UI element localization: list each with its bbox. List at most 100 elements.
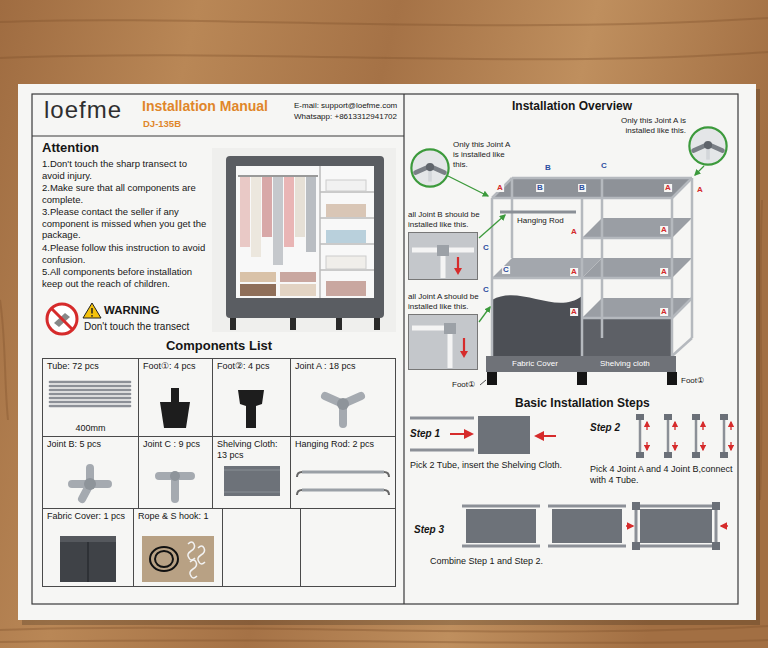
step-illustration xyxy=(478,416,530,454)
wardrobe-frame xyxy=(582,298,692,318)
model-number: DJ-135B xyxy=(143,118,181,129)
wardrobe-frame xyxy=(582,318,672,356)
fabric-cover-picture xyxy=(87,542,89,582)
attention-item: 3.Please contact the seller if any compo… xyxy=(42,206,208,241)
leader-line xyxy=(448,166,704,322)
wardrobe-frame xyxy=(500,211,576,214)
warning-icon xyxy=(83,303,101,318)
manual-title: Installation Manual xyxy=(142,98,268,115)
component-cell: Joint C : 9 pcs xyxy=(138,436,213,509)
warning-icon xyxy=(91,308,93,314)
joint-letter: A xyxy=(664,184,672,192)
hanging-rod-picture xyxy=(302,471,384,474)
product-photo xyxy=(326,180,366,191)
step-illustration xyxy=(450,433,472,435)
attention-item: 4.Please follow this instruction to avoi… xyxy=(42,242,208,265)
joint-letter: A xyxy=(660,226,668,234)
combined-panels xyxy=(462,502,728,550)
product-photo xyxy=(240,284,276,296)
wood-table xyxy=(760,200,762,500)
wood-table xyxy=(0,18,768,643)
component-cell: Joint A : 18 pcs xyxy=(290,358,396,437)
joint-assembly xyxy=(723,420,726,452)
wardrobe-frame xyxy=(492,178,692,356)
wood-table xyxy=(0,640,768,643)
joint-assembly xyxy=(730,442,731,450)
product-photo xyxy=(240,177,250,247)
warning-icon xyxy=(47,304,77,334)
product-photo xyxy=(319,166,321,298)
joint-detail-picture xyxy=(410,148,450,188)
joint-detail-picture xyxy=(409,233,478,280)
foot-picture xyxy=(171,388,179,402)
component-label: Rope & S hook: 1 xyxy=(138,511,218,522)
product-photo xyxy=(238,175,318,177)
fabric-cover-picture xyxy=(60,536,116,582)
attention-item: 5.All components before installation kee… xyxy=(42,266,208,289)
callout-note: Only this Joint A is installed like this… xyxy=(620,116,686,136)
wardrobe-frame xyxy=(480,178,692,385)
step-illustration xyxy=(410,417,474,420)
attention-item: 2.Make sure that all components are comp… xyxy=(42,182,208,205)
callout-note: all Joint B should be installed like thi… xyxy=(408,210,488,230)
joint-assembly xyxy=(720,452,728,458)
paper-sheet xyxy=(18,84,760,625)
wardrobe-frame xyxy=(492,295,582,356)
joint-assembly xyxy=(674,422,675,430)
joint-assembly xyxy=(636,452,644,458)
part-label: Shelving cloth xyxy=(600,359,650,369)
joint-letter: B xyxy=(536,184,544,192)
joint-letter: A xyxy=(496,184,504,192)
rope-hook-picture xyxy=(198,546,205,564)
joint-assembly xyxy=(646,442,647,450)
empty-table-cell xyxy=(223,509,301,587)
tube-picture xyxy=(50,382,130,406)
wardrobe-frame xyxy=(511,178,514,258)
joint-detail-picture xyxy=(411,149,448,186)
component-label: Hanging Rod: 2 pcs xyxy=(295,439,391,450)
component-label: Foot②: 4 pcs xyxy=(217,361,286,372)
leader-line xyxy=(695,166,704,175)
product-photo xyxy=(290,318,296,330)
component-cell: Tube: 72 pcs400mm xyxy=(42,358,139,437)
product-photo xyxy=(320,217,374,219)
product-photo xyxy=(212,148,396,332)
joint-detail-picture xyxy=(408,314,478,370)
shelving-cloth-picture xyxy=(224,470,280,471)
joint-detail-picture xyxy=(689,127,726,164)
component-cell: Hanging Rod: 2 pcs xyxy=(290,436,396,509)
step-illustration xyxy=(410,449,474,452)
wood-table xyxy=(0,626,768,632)
callout-note: all Joint A should be installed like thi… xyxy=(408,292,488,312)
product-photo xyxy=(240,272,276,282)
wardrobe-frame xyxy=(672,178,692,198)
leader-line xyxy=(448,176,488,196)
joint-assembly xyxy=(674,442,675,450)
combined-panels xyxy=(462,545,540,548)
detail-photo-box: all Joint A should be installed like thi… xyxy=(408,292,488,370)
product-photo xyxy=(273,177,283,265)
section-heading: Attention xyxy=(42,140,99,156)
paper-sheet xyxy=(18,84,756,620)
fabric-cover-picture xyxy=(60,536,116,542)
joint-assembly xyxy=(702,422,703,430)
joint-detail-picture xyxy=(409,315,478,370)
joint-letter: C xyxy=(600,162,608,170)
rope-hook-picture xyxy=(190,560,197,578)
paper-sheet xyxy=(32,136,404,137)
combined-panels xyxy=(462,505,540,508)
component-label: Shelving Cloth: 13 pcs xyxy=(217,439,286,461)
step-illustration xyxy=(410,414,731,550)
brand-logo: loefme xyxy=(44,96,122,125)
wardrobe-frame xyxy=(492,197,672,200)
wardrobe-frame xyxy=(582,317,672,320)
component-label: Joint C : 9 pcs xyxy=(143,439,208,450)
product-photo xyxy=(326,256,366,269)
warning-heading: WARNING xyxy=(104,304,160,318)
paper-sheet xyxy=(403,94,404,604)
joint-picture xyxy=(72,468,108,499)
combined-panels xyxy=(712,542,720,550)
rope-hook-picture xyxy=(142,536,214,582)
combined-panels xyxy=(632,542,640,550)
component-pictures xyxy=(170,471,180,481)
